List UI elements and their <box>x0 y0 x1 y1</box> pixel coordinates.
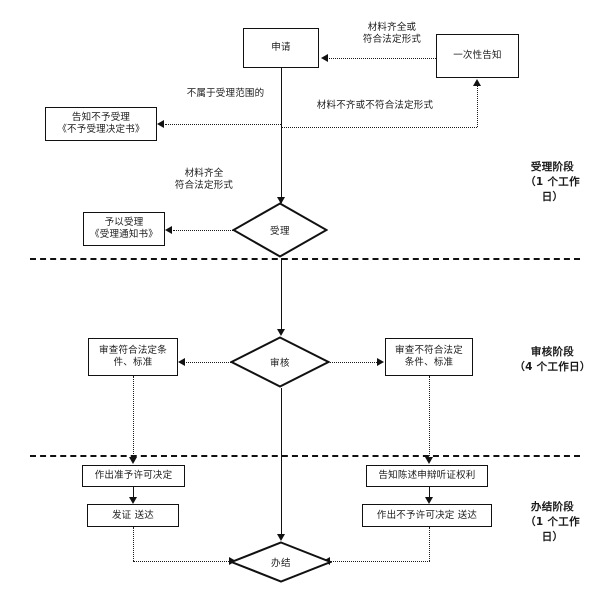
edge-pass-to-approve <box>133 376 134 460</box>
node-review-fail[interactable]: 审查不符合法定 条件、标准 <box>385 338 473 376</box>
edge-label-not-in-scope: 不属于受理范围的 <box>186 88 265 99</box>
node-reject-decision[interactable]: 作出不予许可决定 送达 <box>362 504 492 527</box>
stage-label-completion: 办结阶段 （1 个工作 日） <box>525 501 580 544</box>
arrowhead-notice-rights-to-reject <box>425 497 433 504</box>
arrowhead-review-to-complete <box>277 534 285 541</box>
edge-reject-to-complete-horizontal <box>331 561 430 562</box>
edge-review-to-fail <box>328 362 377 363</box>
node-approve-decision[interactable]: 作出准予许可决定 <box>82 465 185 487</box>
edge-notice-rights-to-reject <box>429 487 430 499</box>
edge-issue-to-complete-horizontal <box>133 561 231 562</box>
edge-reject-to-complete-vertical <box>429 527 430 561</box>
arrowhead-to-grant-accept <box>165 226 172 234</box>
arrowhead-to-not-accept <box>157 120 164 128</box>
arrowhead-to-review-pass <box>178 358 185 366</box>
diamond-shape-review <box>230 336 330 388</box>
stage-label-review: 审核阶段 （4 个工作日） <box>514 346 591 374</box>
edge-approve-to-issue <box>133 487 134 499</box>
edge-label-materials-complete-legal: 材料齐全 符合法定形式 <box>174 168 234 192</box>
node-issue-deliver[interactable]: 发证 送达 <box>87 504 179 527</box>
divider-review-completion <box>30 455 580 457</box>
edge-review-to-pass <box>186 362 233 363</box>
edge-label-materials-complete-or-legal: 材料齐全或 符合法定形式 <box>362 22 422 46</box>
node-review-decision-label: 审核 <box>269 358 290 369</box>
diamond-shape-accept <box>232 202 328 258</box>
arrowhead-accept-to-review <box>277 329 285 336</box>
arrowhead-onetime-to-apply <box>321 54 328 62</box>
node-grant-accept[interactable]: 予以受理 《受理通知书》 <box>83 212 165 246</box>
node-complete-label: 办结 <box>270 558 291 569</box>
diamond-shape-complete <box>230 541 332 583</box>
stage-label-acceptance: 受理阶段 （1 个工作 日） <box>525 161 580 204</box>
edge-review-to-complete <box>281 388 282 538</box>
edge-label-materials-incomplete: 材料不齐或不符合法定形式 <box>316 100 434 111</box>
node-apply[interactable]: 申请 <box>243 28 319 68</box>
edge-accept-to-review <box>281 258 282 333</box>
node-accept-decision[interactable]: 受理 <box>232 202 328 258</box>
edge-accept-to-grant <box>173 230 233 231</box>
edge-fail-to-notice-rights <box>429 376 430 460</box>
arrowhead-apply-to-accept <box>277 197 285 204</box>
node-one-time-notice[interactable]: 一次性告知 <box>436 34 519 78</box>
edge-incomplete-to-onetime-vertical <box>477 86 478 127</box>
node-complete[interactable]: 办结 <box>230 541 332 583</box>
arrowhead-to-onetime-notice <box>473 79 481 86</box>
edge-issue-to-complete-vertical <box>133 527 134 561</box>
node-notice-not-accept[interactable]: 告知不予受理 《不予受理决定书》 <box>45 107 157 141</box>
node-accept-decision-label: 受理 <box>269 226 290 237</box>
edge-apply-to-not-accept <box>165 124 281 125</box>
arrowhead-pass-to-approve <box>129 457 137 464</box>
edge-apply-down <box>281 68 282 203</box>
edge-incomplete-to-onetime-horizontal <box>281 127 477 128</box>
node-review-pass[interactable]: 审查符合法定条 件、标准 <box>88 338 178 376</box>
arrowhead-fail-to-notice-rights <box>425 457 433 464</box>
node-notice-rights[interactable]: 告知陈述申辩听证权利 <box>366 465 488 487</box>
divider-acceptance-review <box>30 258 580 260</box>
node-review-decision[interactable]: 审核 <box>230 336 330 388</box>
arrowhead-approve-to-issue <box>129 497 137 504</box>
edge-onetime-to-apply <box>329 58 436 59</box>
arrowhead-to-review-fail <box>377 358 384 366</box>
